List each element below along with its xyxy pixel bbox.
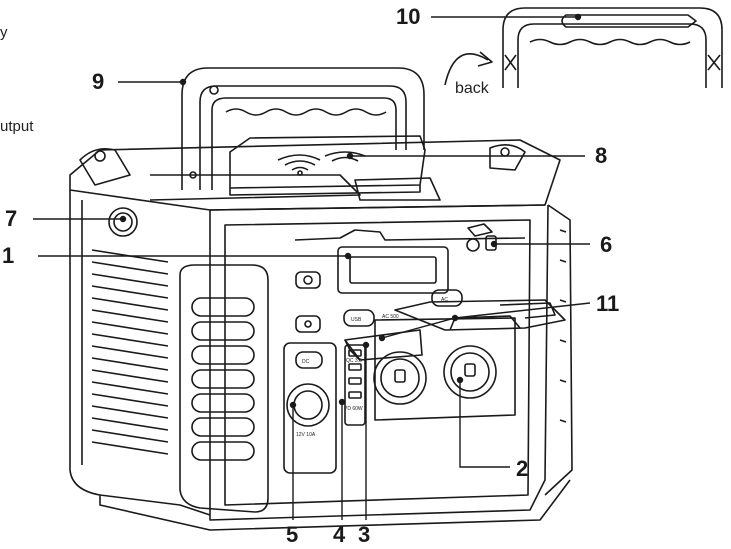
dc-input-port (466, 238, 480, 252)
callout-9: 9 (92, 69, 105, 94)
side-text-top: y (0, 24, 8, 41)
leader-lines (33, 13, 591, 520)
car-port-label: 12V 10A (296, 432, 316, 438)
power-button (295, 271, 321, 289)
pd-label: PD 60W (344, 406, 363, 412)
handle-back-view (444, 7, 723, 88)
back-label: back (455, 80, 489, 97)
car-port (286, 383, 330, 427)
ac-socket-left (373, 351, 427, 405)
power-station-body (69, 139, 573, 531)
carry-handle (181, 67, 425, 190)
callout-10: 10 (396, 4, 421, 29)
ac-socket-right (443, 345, 497, 399)
callout-8: 8 (595, 143, 608, 168)
callout-5: 5 (286, 522, 299, 547)
callout-11: 11 (596, 291, 620, 316)
ac-spec-label: AC 500 (382, 314, 399, 320)
side-text-bottom: utput (0, 118, 34, 135)
callout-2: 2 (516, 456, 529, 481)
socket-cover-left (344, 329, 423, 361)
socket-cover-right (394, 299, 566, 331)
ac-button (431, 289, 463, 307)
callout-6: 6 (600, 232, 613, 257)
front-panel (283, 223, 566, 474)
qc-label: QC 3.0 (346, 358, 362, 364)
usb-button (343, 309, 375, 327)
usb-button-label: USB (351, 317, 362, 323)
dc-button (295, 351, 323, 369)
callout-7: 7 (5, 206, 18, 231)
light-button (295, 315, 321, 333)
callout-4: 4 (333, 522, 346, 547)
callout-3: 3 (358, 522, 371, 547)
wireless-charging-pad (229, 135, 426, 196)
ac-button-label: AC (441, 297, 448, 303)
callout-1: 1 (2, 243, 15, 268)
dc-button-label: DC (302, 359, 310, 365)
usb-ports (344, 344, 366, 426)
